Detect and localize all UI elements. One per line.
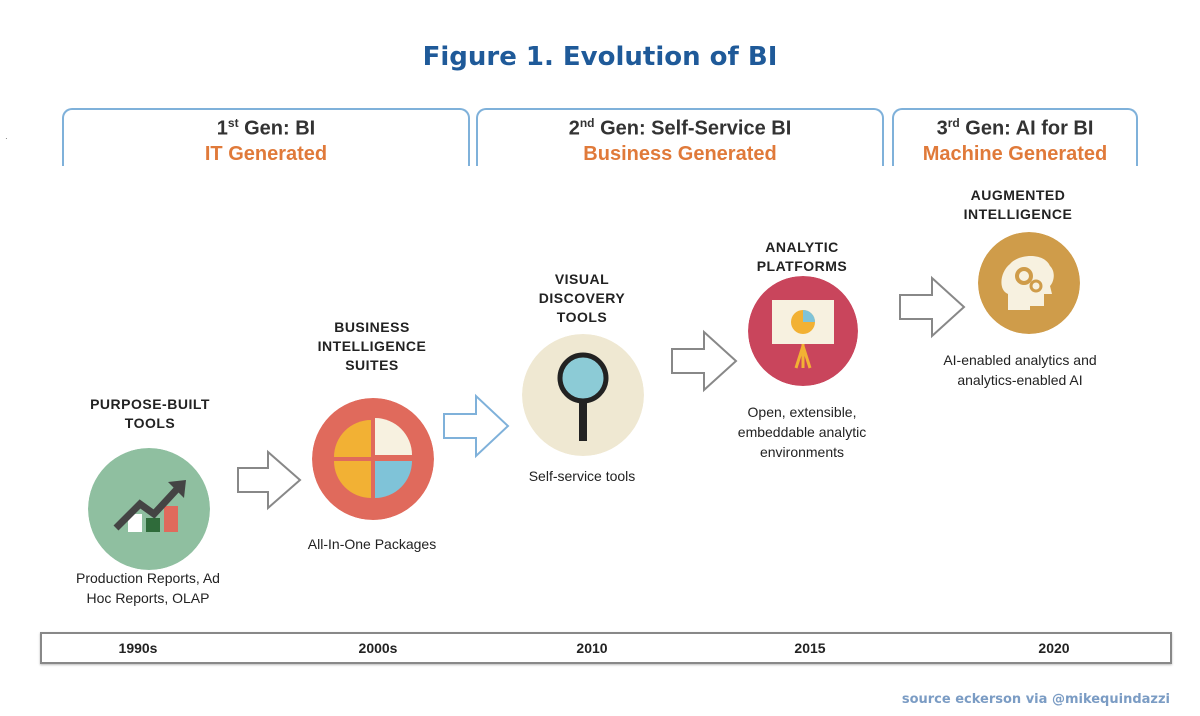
generation-subtitle: Machine Generated: [922, 142, 1108, 165]
generation-subtitle: Business Generated: [583, 142, 777, 165]
stage-desc-visual-discovery: Self-service tools: [528, 468, 636, 484]
growth-chart-icon: [88, 448, 210, 570]
generation-subtitle: IT Generated: [204, 142, 328, 165]
arrow-right-icon: [899, 275, 966, 339]
arrow-right-icon: [671, 329, 738, 393]
generation-bracket-2: 2nd Gen: Self-Service BI Business Genera…: [476, 108, 884, 166]
year-label: 1990s: [118, 640, 158, 656]
pie-chart-icon: [312, 398, 434, 520]
arrow-right-icon: [443, 393, 510, 459]
generation-title: 3rd Gen: AI for BI: [936, 116, 1094, 140]
stray-dot: ·: [5, 134, 8, 143]
brain-gears-icon: [978, 232, 1080, 334]
presentation-board-icon: [748, 276, 858, 386]
year-label: 2010: [576, 640, 608, 656]
year-label: 2000s: [358, 640, 398, 656]
year-label: 2015: [794, 640, 826, 656]
generation-title: 1st Gen: BI: [216, 116, 316, 140]
generation-bracket-3: 3rd Gen: AI for BI Machine Generated: [892, 108, 1138, 166]
magnifier-icon: [522, 334, 644, 456]
generation-bracket-1: 1st Gen: BI IT Generated: [62, 108, 470, 166]
figure-title: Figure 1. Evolution of BI: [422, 42, 778, 72]
generation-title: 2nd Gen: Self-Service BI: [568, 116, 792, 140]
source-credit: source eckerson via @mikequindazzi: [901, 692, 1170, 707]
stage-desc-bi-suites: All-In-One Packages: [307, 536, 437, 552]
timeline-bar: [40, 632, 1172, 664]
year-label: 2020: [1038, 640, 1070, 656]
arrow-right-icon: [237, 449, 302, 511]
